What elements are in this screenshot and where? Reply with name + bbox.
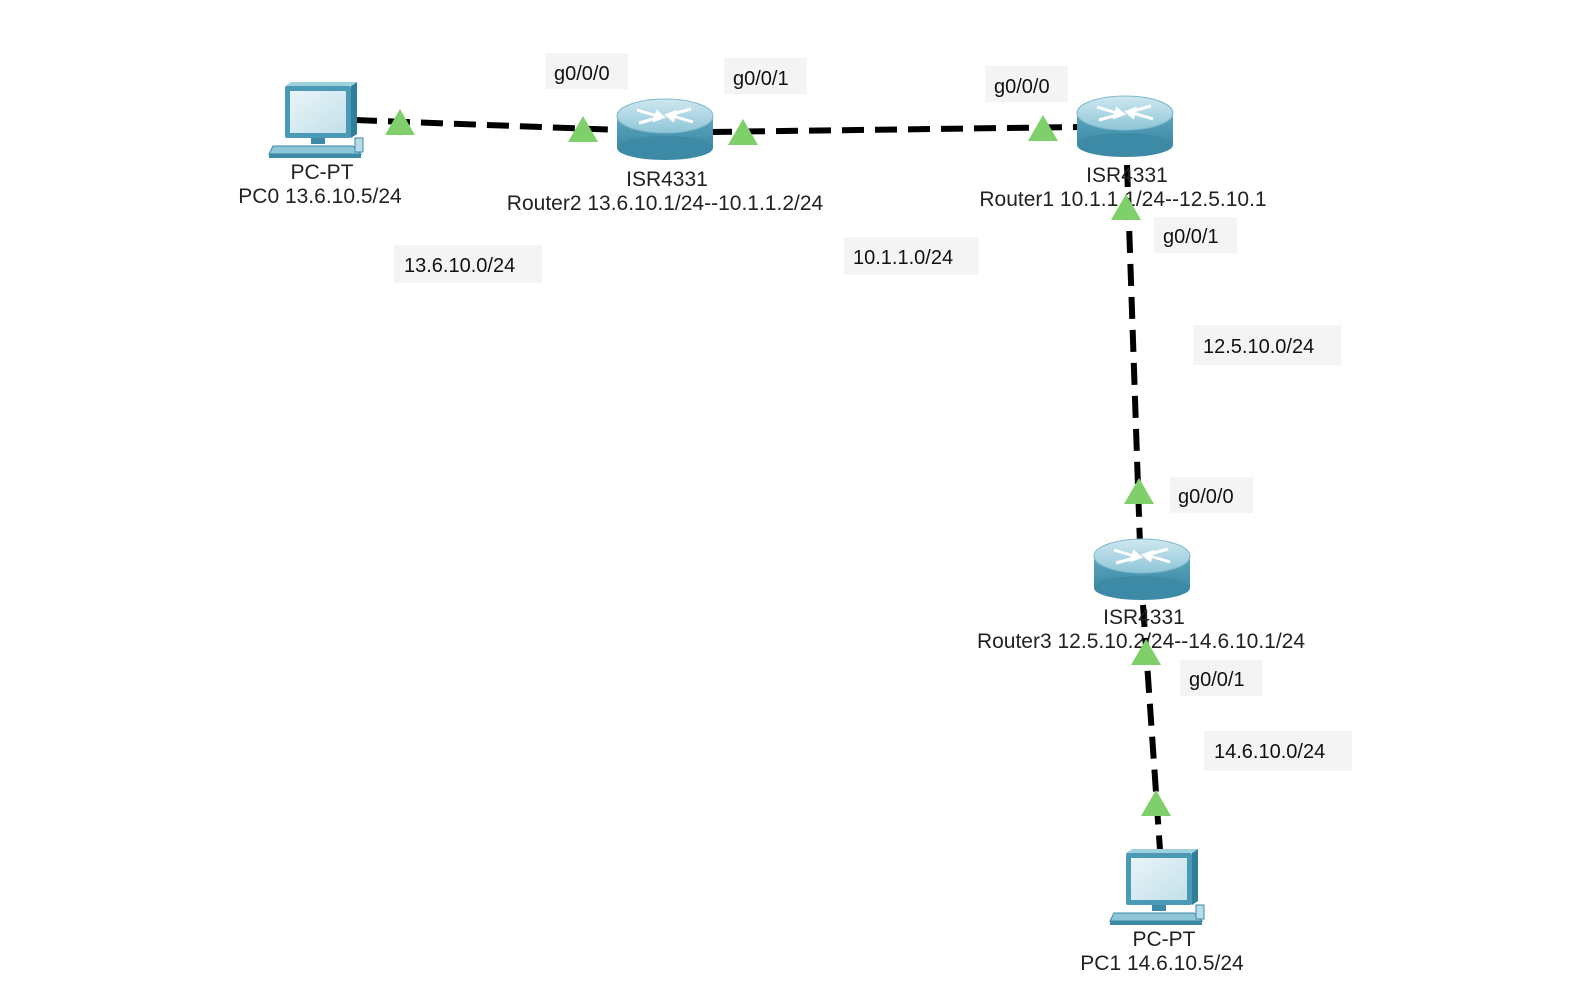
router3-model: ISR4331	[1103, 606, 1185, 629]
router1-device[interactable]: ISR4331 Router1 10.1.1.1/24--12.5.10.1	[979, 94, 1267, 211]
port-label-router2-g000: g0/0/0	[545, 53, 628, 89]
pc1-device[interactable]: PC-PT PC1 14.6.10.5/24	[1080, 848, 1244, 975]
svg-text:12.5.10.0/24: 12.5.10.0/24	[1203, 336, 1314, 358]
svg-text:g0/0/1: g0/0/1	[733, 68, 789, 90]
svg-text:g0/0/0: g0/0/0	[994, 76, 1050, 98]
svg-text:g0/0/0: g0/0/0	[554, 63, 610, 85]
pc-icon	[268, 81, 364, 159]
pc1-label: PC1 14.6.10.5/24	[1080, 952, 1244, 975]
triangle-up-icon	[1124, 478, 1154, 504]
network-label-12-5-10-0: 12.5.10.0/24	[1193, 325, 1341, 365]
triangle-up-icon	[1141, 790, 1171, 816]
router-icon	[1075, 94, 1175, 159]
router2-model: ISR4331	[626, 168, 708, 191]
router-icon	[615, 97, 715, 162]
router3-label: Router3 12.5.10.2/24--14.6.10.1/24	[977, 630, 1305, 653]
network-label-14-6-10-0: 14.6.10.0/24	[1204, 731, 1352, 771]
pc0-model: PC-PT	[291, 161, 354, 184]
pc0-device[interactable]: PC-PT PC0 13.6.10.5/24	[238, 81, 402, 208]
router2-device[interactable]: ISR4331 Router2 13.6.10.1/24--10.1.1.2/2…	[507, 97, 824, 215]
pc0-label: PC0 13.6.10.5/24	[238, 185, 402, 208]
svg-text:10.1.1.0/24: 10.1.1.0/24	[853, 247, 953, 269]
network-label-13-6-10-0: 13.6.10.0/24	[394, 245, 542, 283]
link-router2-router1[interactable]	[709, 124, 1081, 135]
port-label-router1-g001: g0/0/1	[1154, 217, 1237, 253]
port-label-router1-g000: g0/0/0	[985, 66, 1068, 102]
port-label-router2-g001: g0/0/1	[724, 58, 807, 94]
svg-text:g0/0/0: g0/0/0	[1178, 486, 1234, 508]
router1-model: ISR4331	[1086, 164, 1168, 187]
pc-icon	[1109, 848, 1205, 926]
svg-text:13.6.10.0/24: 13.6.10.0/24	[404, 255, 515, 277]
svg-text:g0/0/1: g0/0/1	[1189, 669, 1245, 691]
pc1-model: PC-PT	[1133, 928, 1196, 951]
port-label-router3-g001: g0/0/1	[1180, 660, 1263, 696]
router2-label: Router2 13.6.10.1/24--10.1.1.2/24	[507, 192, 824, 215]
router-icon	[1092, 537, 1192, 602]
router3-device[interactable]: ISR4331 Router3 12.5.10.2/24--14.6.10.1/…	[977, 537, 1305, 653]
svg-text:14.6.10.0/24: 14.6.10.0/24	[1214, 741, 1325, 763]
svg-text:g0/0/1: g0/0/1	[1163, 226, 1219, 248]
port-label-router3-g000: g0/0/0	[1170, 477, 1253, 513]
network-label-10-1-1-0: 10.1.1.0/24	[844, 237, 979, 275]
